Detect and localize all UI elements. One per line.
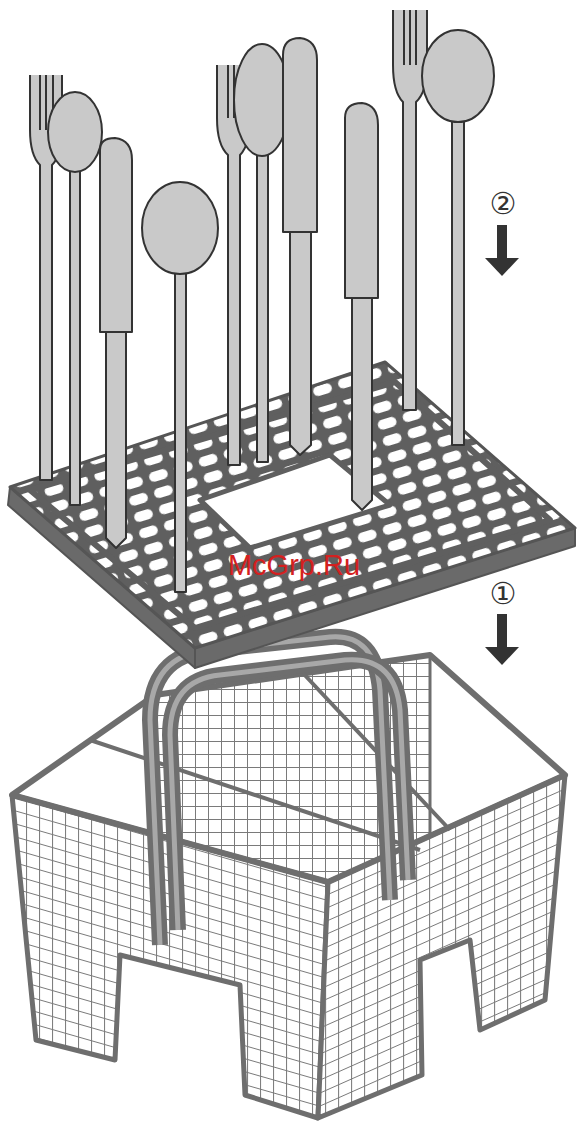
direction-arrows (485, 225, 519, 665)
callout-number: ② (490, 189, 517, 219)
watermark: McGrp.Ru (228, 551, 360, 580)
callout-number: ① (490, 579, 517, 609)
cutlery (30, 10, 494, 592)
cutlery-basket (12, 637, 565, 1118)
